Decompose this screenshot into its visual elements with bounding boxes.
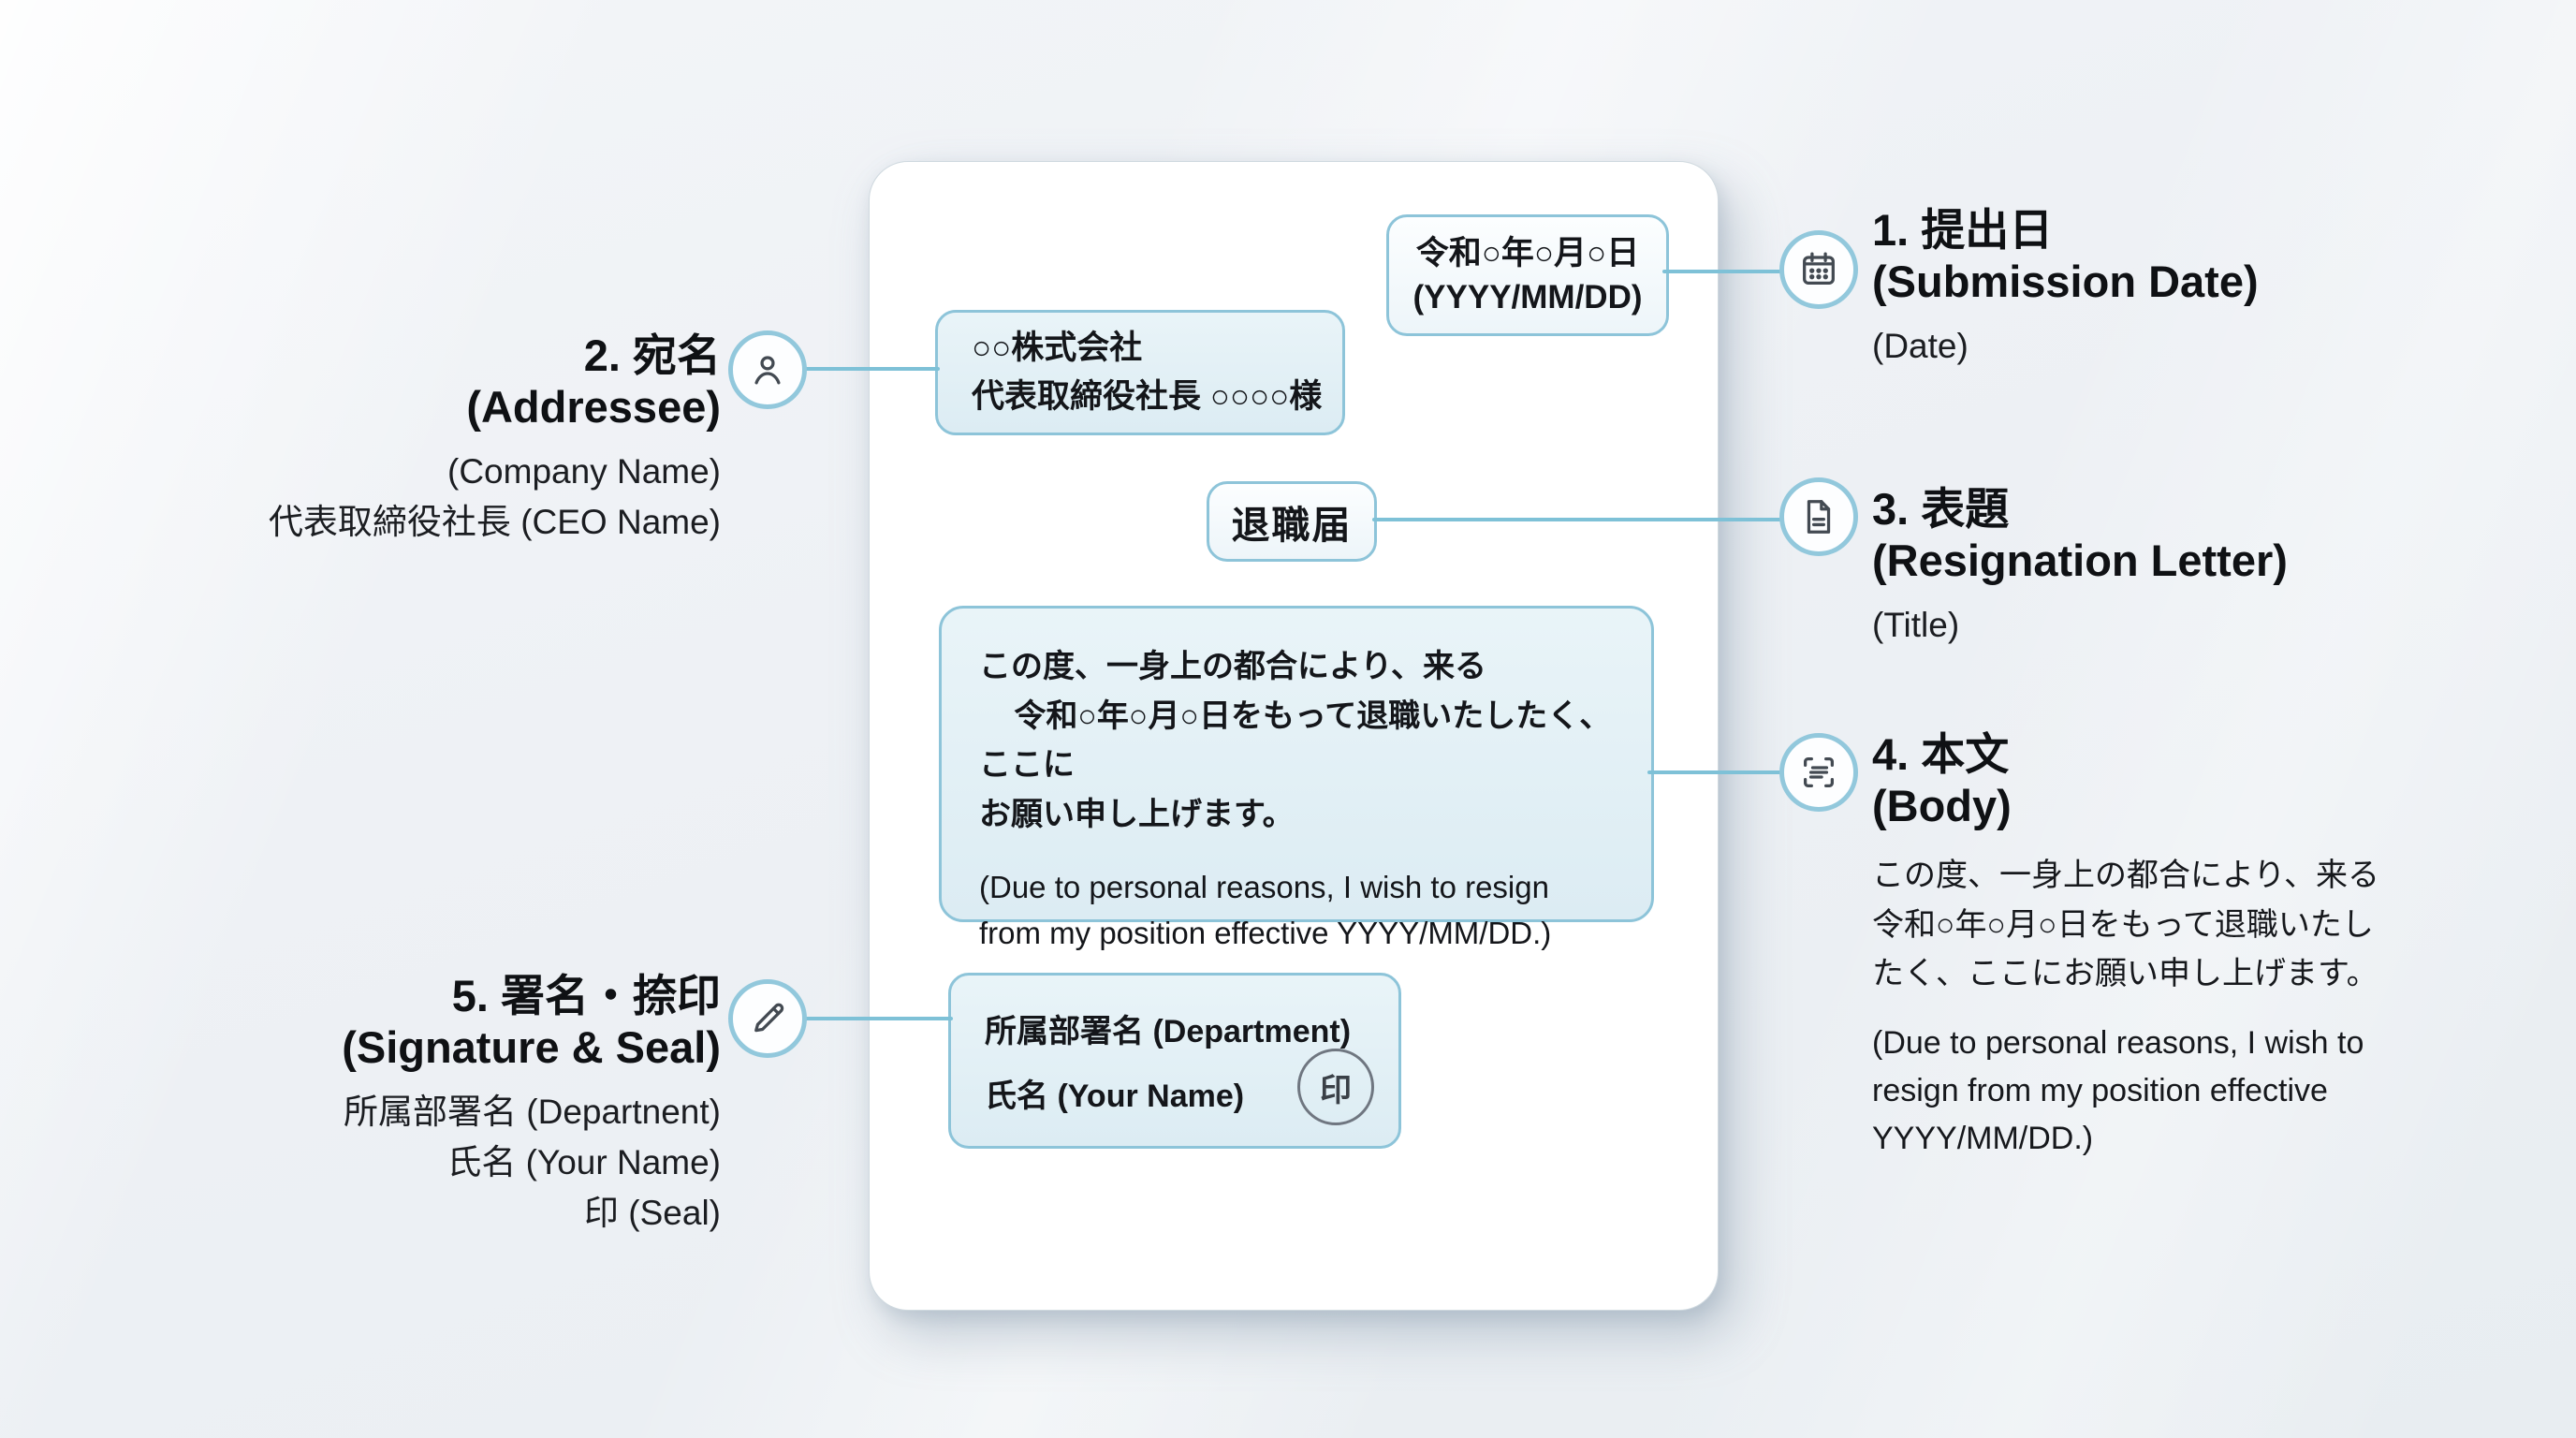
callout-addressee: 2. 宛名 (Addressee) (Company Name) 代表取締役社長… (269, 330, 721, 548)
addressee-box: ○○株式会社 代表取締役社長 ○○○○様 (935, 310, 1345, 435)
callout2-sub1: (Company Name) (447, 451, 721, 491)
callout3-sub: (Title) (1872, 605, 1960, 644)
letter-title-box: 退職届 (1207, 481, 1377, 562)
callout-body-section: 4. 本文 (Body) この度、一身上の都合により、来る令和○年○月○日をもっ… (1872, 728, 2401, 1163)
callout1-sub: (Date) (1872, 326, 1969, 365)
letter-title-text: 退職届 (1231, 504, 1353, 547)
callout2-title-en: (Addressee) (466, 382, 721, 433)
date-jp-text: 令和○年○月○日 (1415, 234, 1640, 271)
person-badge (728, 330, 807, 409)
callout2-title: 2. 宛名 (583, 330, 721, 380)
connector-signature (803, 1017, 953, 1020)
callout5-sub3: 印 (Seal) (584, 1194, 721, 1233)
callout4-title-en: (Body) (1872, 781, 2012, 831)
ceo-name-text: 代表取締役社長 ○○○○様 (972, 378, 1323, 415)
document-icon (1807, 500, 1831, 534)
callout2-sub2: 代表取締役社長 (CEO Name) (268, 502, 721, 541)
document-badge (1779, 477, 1858, 556)
body-jp-line3: お願い申し上げます。 (979, 797, 1295, 833)
submission-date-box: 令和○年○月○日 (YYYY/MM/DD) (1386, 214, 1669, 336)
callout5-title-en: (Signature & Seal) (342, 1022, 721, 1073)
date-format-text: (YYYY/MM/DD) (1412, 279, 1643, 315)
seal-character: 印 (1320, 1072, 1352, 1108)
body-text-badge (1779, 733, 1858, 812)
connector-title (1372, 518, 1784, 521)
callout-title-section: 3. 表題 (Resignation Letter) (Title) (1872, 483, 2288, 651)
calendar-badge (1779, 230, 1858, 309)
body-text-icon (1803, 756, 1835, 788)
callout-submission-date: 1. 提出日 (Submission Date) (Date) (1872, 204, 2259, 372)
callout4-en-text: (Due to personal reasons, I wish to resi… (1872, 1024, 2364, 1156)
body-jp-line1: この度、一身上の都合により、来る (979, 649, 1486, 684)
callout3-title: 3. 表題 (1872, 484, 2010, 534)
connector-date (1662, 270, 1784, 273)
person-icon (754, 356, 781, 385)
callout1-title-en: (Submission Date) (1872, 257, 2259, 307)
letter-card: 令和○年○月○日 (YYYY/MM/DD) ○○株式会社 代表取締役社長 ○○○… (869, 161, 1719, 1311)
your-name-text: 氏名 (Your Name) (985, 1078, 1245, 1114)
company-name-text: ○○株式会社 (972, 329, 1143, 366)
body-en-text: (Due to personal reasons, I wish to resi… (979, 869, 1552, 951)
connector-addressee (803, 367, 940, 371)
callout4-title: 4. 本文 (1872, 729, 2010, 779)
callout5-sub1: 所属部署名 (Departnent) (344, 1092, 721, 1131)
callout5-title: 5. 署名・捺印 (451, 971, 721, 1020)
pencil-badge (728, 979, 807, 1058)
connector-body (1647, 770, 1784, 774)
pencil-icon (754, 1003, 784, 1033)
callout1-title: 1. 提出日 (1872, 205, 2054, 255)
signature-box: 所属部署名 (Department) 氏名 (Your Name) 印 (948, 973, 1401, 1149)
body-jp-line2: 令和○年○月○日をもって退職いたしたく、ここに (979, 697, 1612, 784)
department-text: 所属部署名 (Department) (985, 1014, 1352, 1049)
calendar-icon (1803, 252, 1835, 286)
letter-body-box: この度、一身上の都合により、来る 令和○年○月○日をもって退職いたしたく、ここに… (939, 606, 1654, 950)
seal-stamp-icon: 印 (1297, 1049, 1374, 1125)
callout5-sub2: 氏名 (Your Name) (446, 1142, 721, 1181)
callout4-jp-text: この度、一身上の都合により、来る令和○年○月○日をもって退職いたしたく、ここにお… (1872, 857, 2379, 992)
callout3-title-en: (Resignation Letter) (1872, 536, 2288, 586)
callout-signature-seal: 5. 署名・捺印 (Signature & Seal) 所属部署名 (Depar… (342, 970, 721, 1240)
